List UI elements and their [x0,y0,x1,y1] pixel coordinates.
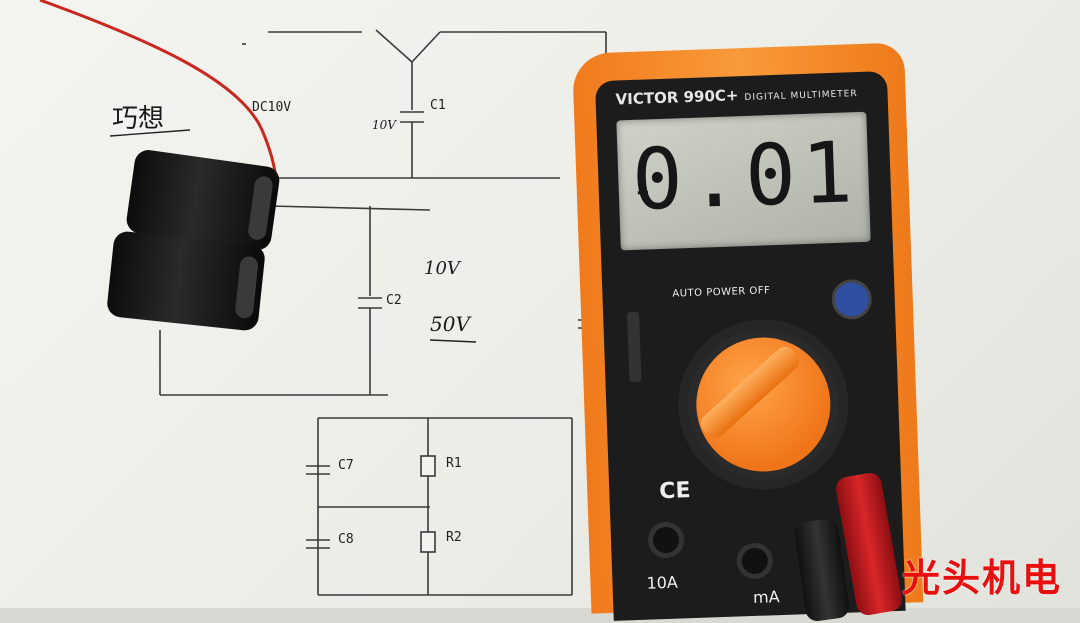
auto-power-off-label: AUTO POWER OFF [672,285,771,300]
cx-slot[interactable] [627,311,642,383]
ce-mark: CE [658,478,691,505]
handwritten-note: 巧想 [112,104,165,134]
c8-label: C8 [338,532,354,547]
brand-name: VICTOR 990C+ [615,86,739,109]
capacitor-bottom [105,230,267,332]
r1-label: R1 [446,456,462,471]
hfe-socket[interactable] [834,281,870,317]
capacitor-bottom-end [234,255,259,320]
c1-voltage-label: 10V [372,118,396,132]
r2-label: R2 [446,530,462,545]
handwritten-50v: 50V [430,312,470,336]
c7-label: C7 [338,458,354,473]
c1-label: C1 [430,98,446,113]
c2-label: C2 [386,293,402,308]
brand-subtitle: DIGITAL MULTIMETER [744,89,858,104]
watermark-text: 光头机电 [901,556,1062,600]
terminal-ma-label: mA [752,587,780,608]
handwritten-10v: 10V [424,258,460,279]
lcd-display: - 0.01 [616,111,871,251]
multimeter-brand: VICTOR 990C+ DIGITAL MULTIMETER [615,82,858,108]
capacitor-top-end [247,175,274,242]
jack-10a[interactable] [652,526,680,554]
jack-ma[interactable] [741,547,769,575]
terminal-10a-label: 10A [646,572,679,593]
dc-voltage-label: DC10V [252,100,292,115]
reading-value: 0.01 [630,123,861,229]
